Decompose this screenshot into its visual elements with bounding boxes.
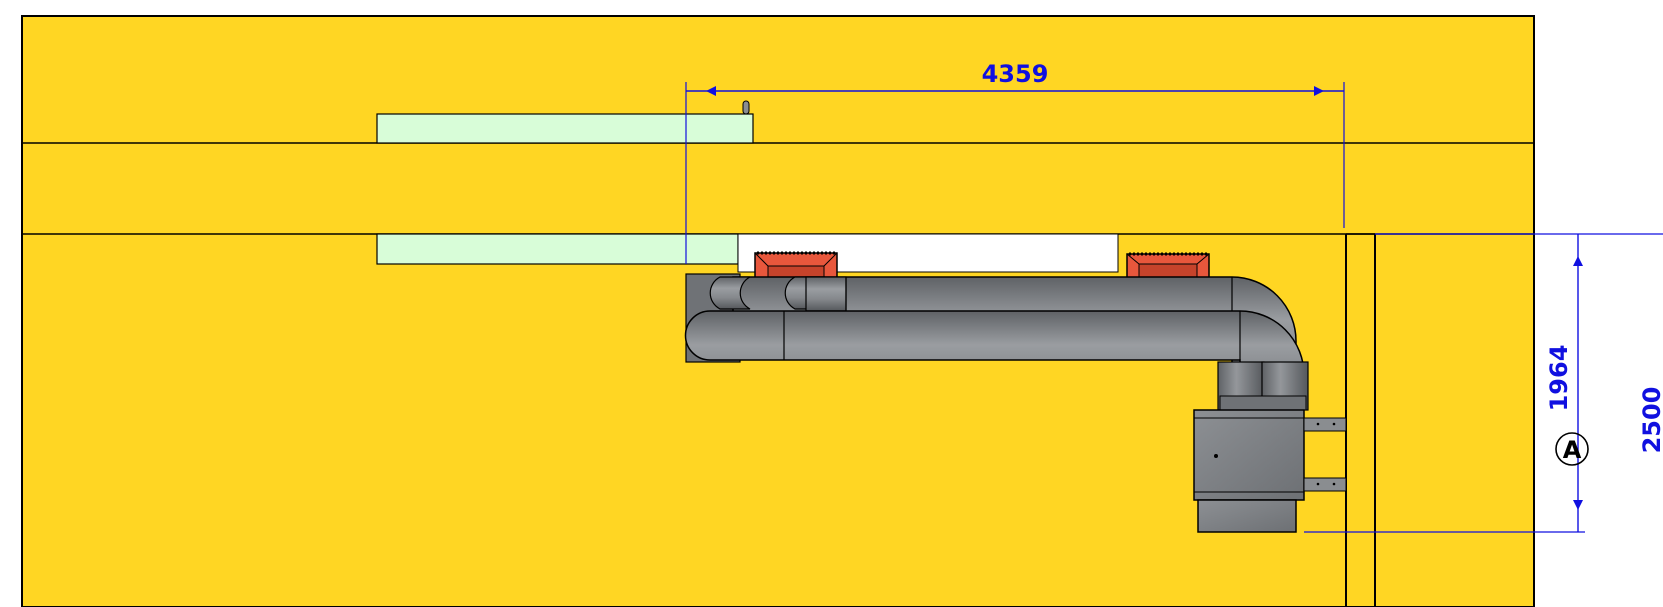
circle-label-icon	[1555, 432, 1589, 466]
callout-label: A	[1563, 436, 1582, 464]
air-handling-box	[1193, 409, 1305, 533]
dimension-label-2500: 2500	[1638, 387, 1663, 454]
dimension-horizontal-top: 4359	[685, 60, 1345, 264]
green-panel-lower	[376, 233, 739, 265]
duct-system	[684, 273, 1309, 411]
bracket-upper	[1303, 417, 1347, 432]
panel-pin	[742, 100, 750, 115]
callout-a: A	[1555, 432, 1589, 466]
bracket-lower	[1303, 477, 1347, 492]
dimension-label-1964: 1964	[1545, 345, 1573, 412]
dimension-vertical: 1964 2500	[1304, 233, 1663, 533]
green-panel-upper	[376, 113, 754, 144]
dimension-label-4359: 4359	[982, 60, 1049, 88]
